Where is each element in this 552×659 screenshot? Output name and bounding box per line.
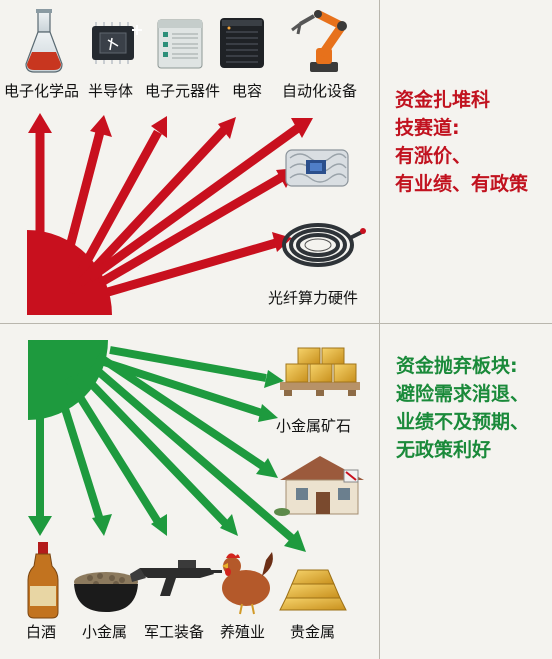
green-arrow-heads (28, 370, 306, 552)
fiber-cable-icon (282, 223, 366, 267)
side-text-line: 无政策利好 (396, 439, 492, 461)
side-text-line: 业绩不及预期、 (396, 411, 530, 433)
side-text-line: 资金扎堆科 (395, 89, 491, 111)
label-baijiu: 白酒 (26, 623, 57, 641)
gold-bars-pallet-icon (280, 347, 360, 396)
chicken-icon (222, 552, 273, 615)
ore-bowl-icon (74, 572, 138, 612)
label-precious-metals: 贵金属 (290, 623, 336, 641)
horizontal-divider (0, 323, 552, 324)
house-icon (274, 456, 364, 516)
chip-icon (92, 22, 142, 64)
green-burst (28, 340, 306, 552)
vertical-divider (379, 0, 380, 659)
baijiu-bottle-icon (27, 542, 59, 619)
label-small-metals: 小金属 (82, 623, 128, 641)
label-capacitor: 电容 (232, 82, 263, 100)
rifle-icon (130, 560, 222, 596)
red-sector (27, 230, 112, 315)
label-electronic-chemicals: 电子化学品 (4, 82, 80, 100)
label-automation-equipment: 自动化设备 (282, 82, 358, 100)
label-military-equipment: 军工装备 (144, 623, 205, 641)
label-small-metal-ore: 小金属矿石 (276, 417, 352, 435)
label-farming: 养殖业 (220, 623, 266, 641)
side-text-line: 有业绩、有政策 (395, 173, 529, 195)
label-semiconductor: 半导体 (88, 82, 134, 100)
server-module-icon (157, 19, 203, 69)
flask-icon (25, 9, 63, 73)
label-optical-compute-hardware: 光纤算力硬件 (268, 289, 359, 307)
red-arrow-shafts (35, 124, 301, 308)
label-electronic-components: 电子元器件 (145, 82, 221, 100)
green-arrow-shafts (36, 345, 297, 544)
side-text-capital-inflow: 资金扎堆科 技赛道: 有涨价、 有业绩、有政策 (395, 86, 528, 198)
side-text-line: 有涨价、 (395, 145, 472, 167)
side-text-capital-outflow: 资金抛弃板块: 避险需求消退、 业绩不及预期、 无政策利好 (396, 352, 529, 464)
capacitor-box-icon (220, 18, 264, 68)
red-burst (27, 113, 313, 315)
cooling-rack-icon (285, 149, 349, 187)
gold-bars-icon (279, 569, 347, 611)
side-text-line: 技赛道: (395, 117, 460, 139)
side-text-line: 资金抛弃板块: (396, 355, 518, 377)
robot-arm-icon (291, 10, 347, 72)
side-text-line: 避险需求消退、 (396, 383, 530, 405)
red-arrow-heads (28, 113, 313, 252)
